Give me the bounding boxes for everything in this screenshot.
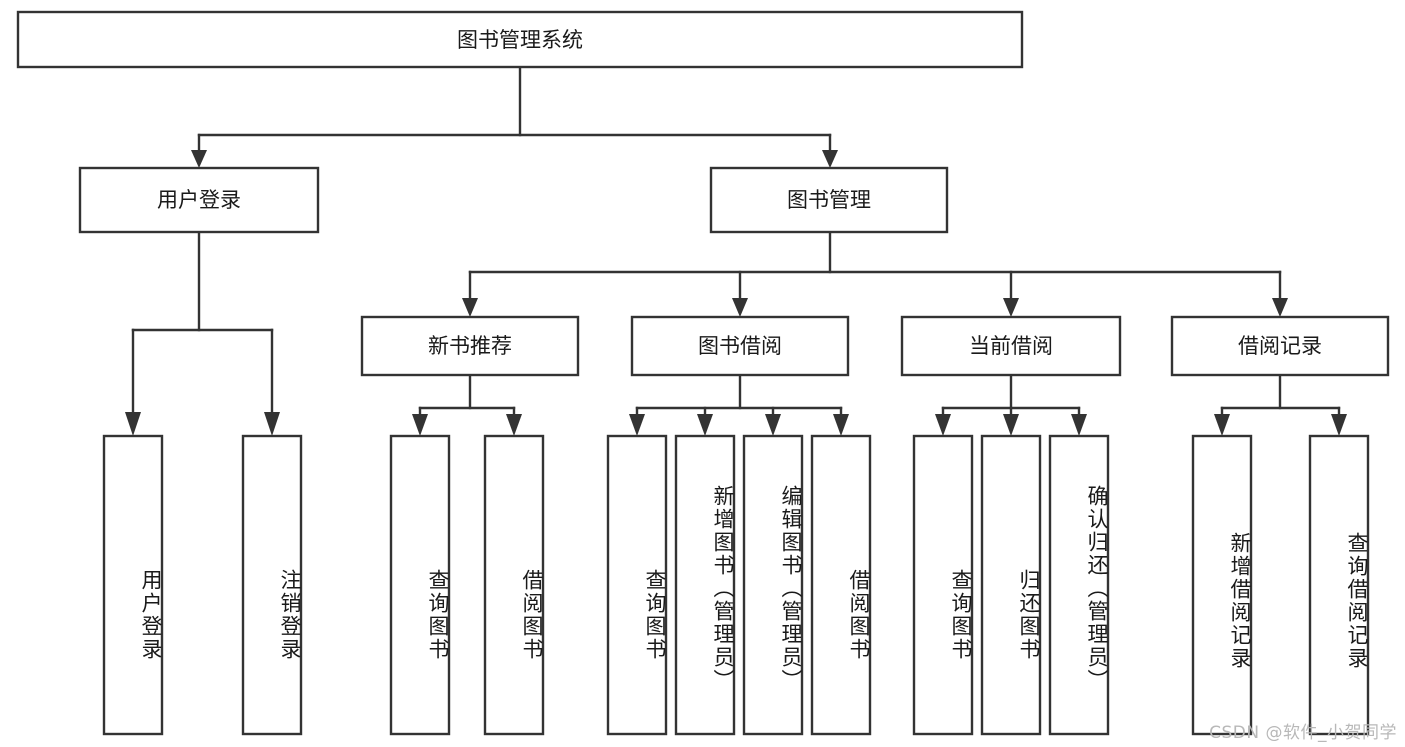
arrow-to-book-borrow-icon bbox=[732, 298, 748, 317]
node-book-manage-label: 图书管理 bbox=[787, 188, 871, 212]
arrow-leaf-logout-icon bbox=[264, 412, 280, 436]
node-user-login-label: 用户登录 bbox=[157, 188, 241, 212]
arrow-leaf-return-book-icon bbox=[1003, 414, 1019, 436]
node-book-borrow[interactable] bbox=[630, 315, 850, 377]
arrow-leaf-add-book-icon bbox=[697, 414, 713, 436]
leaf-box-logout[interactable] bbox=[241, 434, 303, 736]
arrow-to-current-borrow-icon bbox=[1003, 298, 1019, 317]
arrow-to-new-book-icon bbox=[462, 298, 478, 317]
arrow-to-book-manage-icon bbox=[822, 150, 838, 168]
arrow-leaf-query-book-1-icon bbox=[412, 414, 428, 436]
arrow-leaf-add-record-icon bbox=[1214, 414, 1230, 436]
arrow-leaf-edit-book-icon bbox=[765, 414, 781, 436]
leaf-group bbox=[102, 434, 1370, 736]
connector-group bbox=[125, 65, 1347, 436]
arrow-leaf-query-book-2-icon bbox=[629, 414, 645, 436]
leaf-box-borrow-book-2[interactable] bbox=[810, 434, 872, 736]
node-borrow-record[interactable] bbox=[1170, 315, 1390, 377]
leaf-box-query-book-3[interactable] bbox=[912, 434, 974, 736]
leaf-box-return-book[interactable] bbox=[980, 434, 1042, 736]
node-root-label: 图书管理系统 bbox=[457, 28, 583, 52]
node-user-login[interactable] bbox=[78, 166, 320, 234]
watermark-text: CSDN @软件_小贺同学 bbox=[1209, 723, 1397, 743]
leaf-box-query-book-1[interactable] bbox=[389, 434, 451, 736]
leaf-box-user-login[interactable] bbox=[102, 434, 164, 736]
leaf-box-add-book[interactable] bbox=[674, 434, 736, 736]
node-root[interactable] bbox=[16, 10, 1024, 69]
node-new-book-recommend[interactable] bbox=[360, 315, 580, 377]
arrow-leaf-user-login-icon bbox=[125, 412, 141, 436]
leaf-box-add-record[interactable] bbox=[1191, 434, 1253, 736]
arrow-to-borrow-record-icon bbox=[1272, 298, 1288, 317]
leaf-box-edit-book[interactable] bbox=[742, 434, 804, 736]
leaf-box-borrow-book-1[interactable] bbox=[483, 434, 545, 736]
leaf-box-confirm-return[interactable] bbox=[1048, 434, 1110, 736]
node-book-manage[interactable] bbox=[709, 166, 949, 234]
node-new-book-recommend-label: 新书推荐 bbox=[428, 334, 512, 358]
arrow-to-user-login-icon bbox=[191, 150, 207, 168]
arrow-leaf-borrow-book-1-icon bbox=[506, 414, 522, 436]
node-current-borrow-label: 当前借阅 bbox=[969, 334, 1053, 358]
leaf-box-query-book-2[interactable] bbox=[606, 434, 668, 736]
arrow-leaf-confirm-return-icon bbox=[1071, 414, 1087, 436]
node-book-borrow-label: 图书借阅 bbox=[698, 334, 782, 358]
node-group: 图书管理系统 用户登录 图书管理 新书推荐 图书借阅 当前借阅 借阅记录 bbox=[16, 10, 1390, 377]
arrow-leaf-query-record-icon bbox=[1331, 414, 1347, 436]
arrow-leaf-borrow-book-2-icon bbox=[833, 414, 849, 436]
node-current-borrow[interactable] bbox=[900, 315, 1122, 377]
node-borrow-record-label: 借阅记录 bbox=[1238, 334, 1322, 358]
leaf-box-query-record[interactable] bbox=[1308, 434, 1370, 736]
arrow-leaf-query-book-3-icon bbox=[935, 414, 951, 436]
